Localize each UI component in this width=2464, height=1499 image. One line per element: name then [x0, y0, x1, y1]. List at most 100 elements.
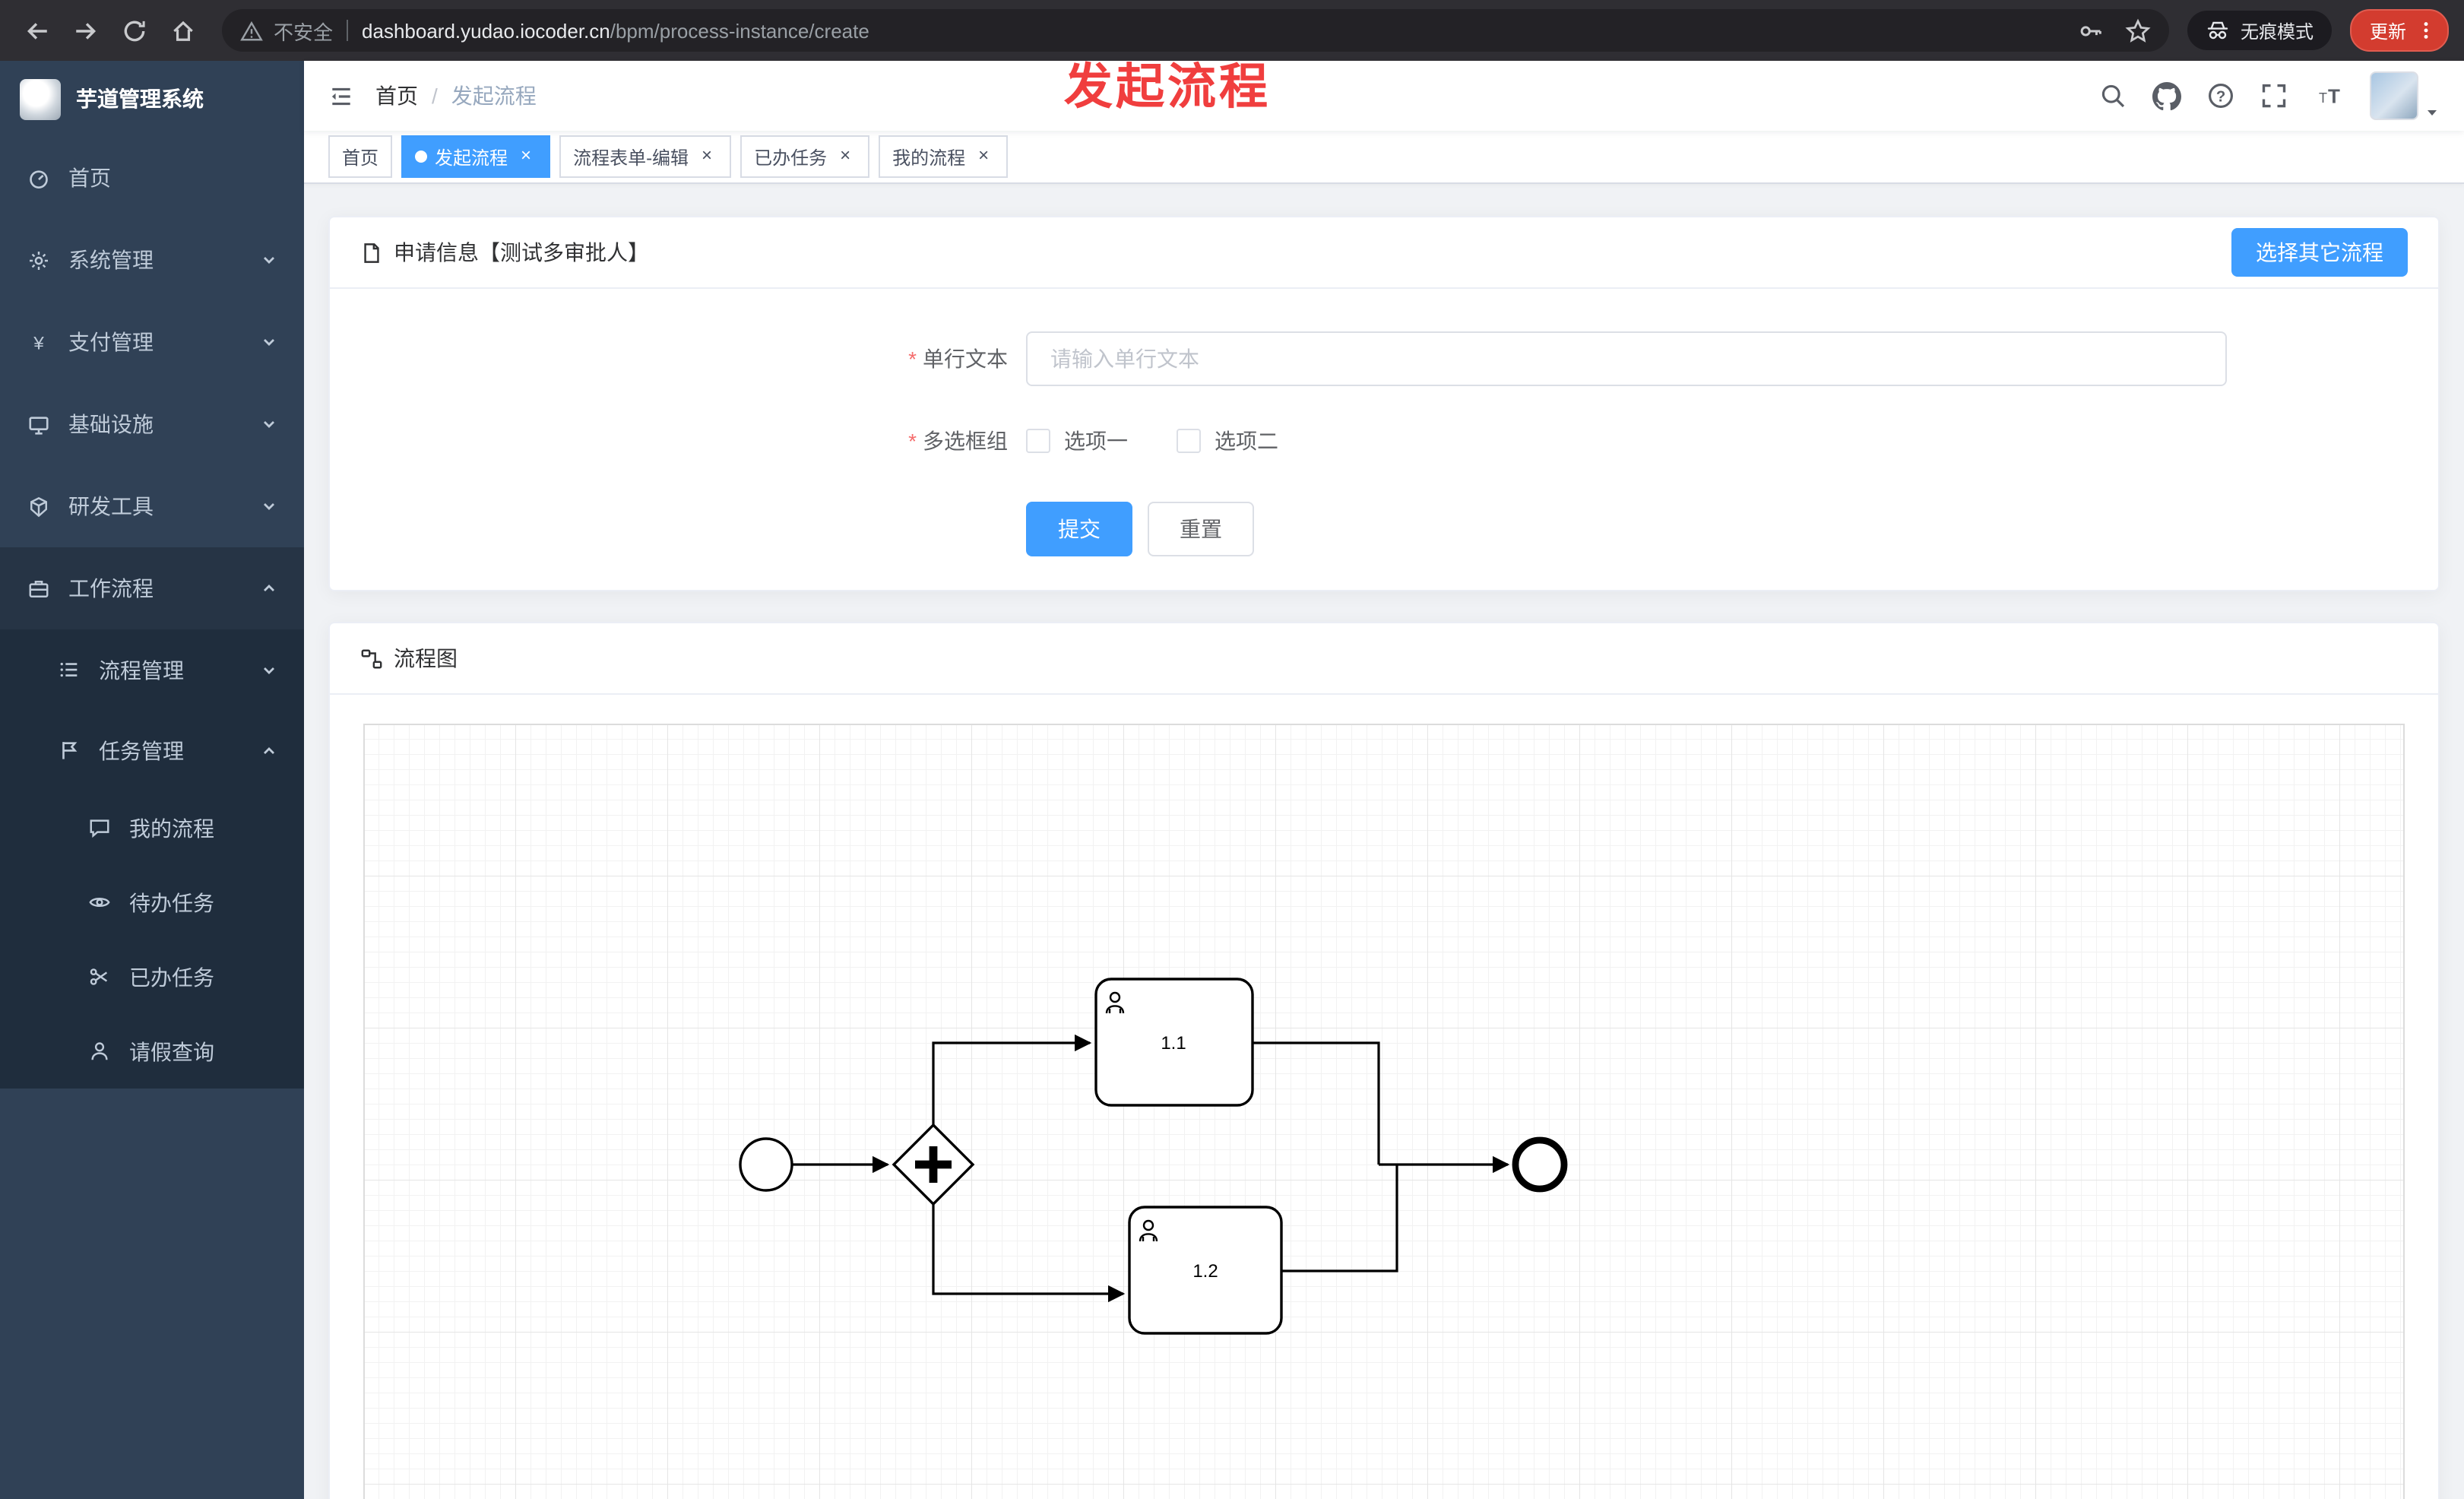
sidebar-toggle-button[interactable]: [328, 83, 354, 109]
sidebar-item-label: 支付管理: [68, 330, 154, 354]
fullscreen-icon[interactable]: [2260, 82, 2288, 109]
sidebar-item-label: 研发工具: [68, 494, 154, 518]
grid-background: [363, 724, 2405, 1499]
sidebar-item-done-tasks[interactable]: 已办任务: [0, 940, 304, 1014]
breadcrumb-home[interactable]: 首页: [375, 84, 418, 108]
sidebar-item-home[interactable]: 首页: [0, 137, 304, 219]
sidebar-item-payment[interactable]: ¥ 支付管理: [0, 301, 304, 383]
fold-icon: [331, 87, 350, 105]
bpmn-flow-gateway-to-task2[interactable]: [932, 1201, 1126, 1303]
sidebar-item-infrastructure[interactable]: 基础设施: [0, 383, 304, 465]
svg-text:T: T: [2328, 85, 2340, 108]
user-menu[interactable]: [2370, 71, 2440, 120]
bpmn-task-1-2[interactable]: 1.2: [1128, 1206, 1283, 1335]
sidebar-item-label: 基础设施: [68, 412, 154, 436]
sidebar-item-devtools[interactable]: 研发工具: [0, 465, 304, 547]
bpmn-start-event[interactable]: [739, 1137, 793, 1192]
checkbox-option-2[interactable]: 选项二: [1177, 426, 1278, 456]
reload-icon: [123, 20, 144, 41]
forward-button[interactable]: [64, 9, 106, 52]
tab-active-dot: [415, 151, 428, 163]
reload-button[interactable]: [112, 9, 155, 52]
tab-my-process[interactable]: 我的流程 ×: [879, 135, 1009, 178]
select-other-process-button[interactable]: 选择其它流程: [2231, 228, 2408, 277]
bpmn-flow-task1-to-end[interactable]: [1253, 1041, 1380, 1165]
form-card-title: 申请信息【测试多审批人】: [394, 240, 649, 265]
bpmn-flow-gateway-to-task1[interactable]: [932, 1034, 1092, 1128]
bpmn-task-1-1[interactable]: 1.1: [1094, 978, 1254, 1107]
required-asterisk: *: [908, 429, 917, 453]
key-icon[interactable]: [2078, 17, 2104, 43]
tab-close-icon[interactable]: ×: [978, 144, 990, 166]
update-button[interactable]: 更新: [2349, 9, 2449, 52]
sidebar-item-leave-query[interactable]: 请假查询: [0, 1014, 304, 1089]
process-form: *单行文本 *多选框组 选项一 选项二: [330, 289, 2438, 590]
chat-icon: [90, 819, 109, 838]
bpmn-end-event[interactable]: [1512, 1136, 1568, 1193]
flowchart-icon: [360, 647, 383, 670]
checkbox-label: 选项二: [1215, 429, 1278, 453]
tab-label: 首页: [342, 147, 379, 168]
user-task-icon: [1105, 991, 1125, 1014]
checkbox-box[interactable]: [1177, 429, 1201, 453]
breadcrumb-separator: /: [432, 84, 438, 108]
app-logo[interactable]: 芋道管理系统: [0, 61, 304, 137]
briefcase-icon: [29, 580, 49, 597]
tab-close-icon[interactable]: ×: [521, 144, 532, 166]
task-label: 1.1: [1161, 1033, 1186, 1054]
monitor-icon: [29, 416, 49, 434]
sidebar-item-label: 任务管理: [99, 738, 184, 762]
diagram-card: 流程图: [328, 622, 2440, 1499]
checkbox-label: 选项一: [1064, 429, 1128, 453]
checkbox-option-1[interactable]: 选项一: [1026, 426, 1128, 456]
sidebar-item-process-management[interactable]: 流程管理: [0, 629, 304, 710]
sidebar-item-workflow[interactable]: 工作流程: [0, 547, 304, 629]
tab-close-icon[interactable]: ×: [702, 144, 713, 166]
sidebar-item-label: 工作流程: [68, 576, 154, 601]
address-bar[interactable]: 不安全 dashboard.yudao.iocoder.cn/bpm/proce…: [222, 9, 2169, 52]
diagram-canvas[interactable]: 1.1 1.2: [363, 724, 2405, 1499]
tab-create-process[interactable]: 发起流程 ×: [401, 135, 551, 178]
breadcrumb: 首页 / 发起流程: [375, 81, 537, 111]
chevron-down-icon: [264, 339, 274, 346]
bpmn-parallel-gateway[interactable]: [892, 1123, 975, 1206]
back-button[interactable]: [15, 9, 58, 52]
svg-text:?: ?: [2216, 88, 2225, 105]
form-card: 申请信息【测试多审批人】 选择其它流程 *单行文本 *多选框组 选项: [328, 216, 2440, 591]
reset-button[interactable]: 重置: [1148, 502, 1254, 556]
search-icon[interactable]: [2099, 82, 2127, 109]
user-icon: [91, 1042, 108, 1060]
single-line-text-input[interactable]: [1026, 331, 2227, 386]
document-icon: [360, 241, 383, 264]
home-button[interactable]: [161, 9, 204, 52]
tab-done-tasks[interactable]: 已办任务 ×: [740, 135, 870, 178]
security-label: 不安全: [274, 21, 334, 43]
bpmn-flow-task2-to-end[interactable]: [1281, 1165, 1398, 1272]
chevron-up-icon: [264, 746, 274, 753]
form-row-checkbox: *多选框组 选项一 选项二: [330, 426, 2438, 456]
app-logo-image: [20, 78, 61, 119]
checkbox-box[interactable]: [1026, 429, 1050, 453]
chevron-down-icon: [264, 257, 274, 264]
required-asterisk: *: [908, 347, 917, 371]
submit-button[interactable]: 提交: [1026, 502, 1132, 556]
more-menu-icon[interactable]: [2415, 20, 2437, 41]
avatar[interactable]: [2370, 71, 2418, 120]
sidebar-item-my-process[interactable]: 我的流程: [0, 791, 304, 865]
sidebar-item-todo-tasks[interactable]: 待办任务: [0, 865, 304, 940]
cube-icon: [30, 496, 47, 517]
list-icon: [60, 662, 78, 677]
github-icon[interactable]: [2152, 81, 2181, 110]
sidebar-item-task-management[interactable]: 任务管理: [0, 710, 304, 791]
form-row-text: *单行文本: [330, 331, 2438, 386]
sidebar-item-system[interactable]: 系统管理: [0, 219, 304, 301]
tab-home[interactable]: 首页: [328, 135, 393, 178]
bookmark-star-icon[interactable]: [2125, 17, 2151, 43]
help-icon[interactable]: ?: [2207, 82, 2234, 109]
tab-close-icon[interactable]: ×: [840, 144, 851, 166]
forward-icon: [75, 22, 96, 39]
tab-form-edit[interactable]: 流程表单-编辑 ×: [559, 135, 732, 178]
diagram-card-header: 流程图: [330, 623, 2438, 695]
